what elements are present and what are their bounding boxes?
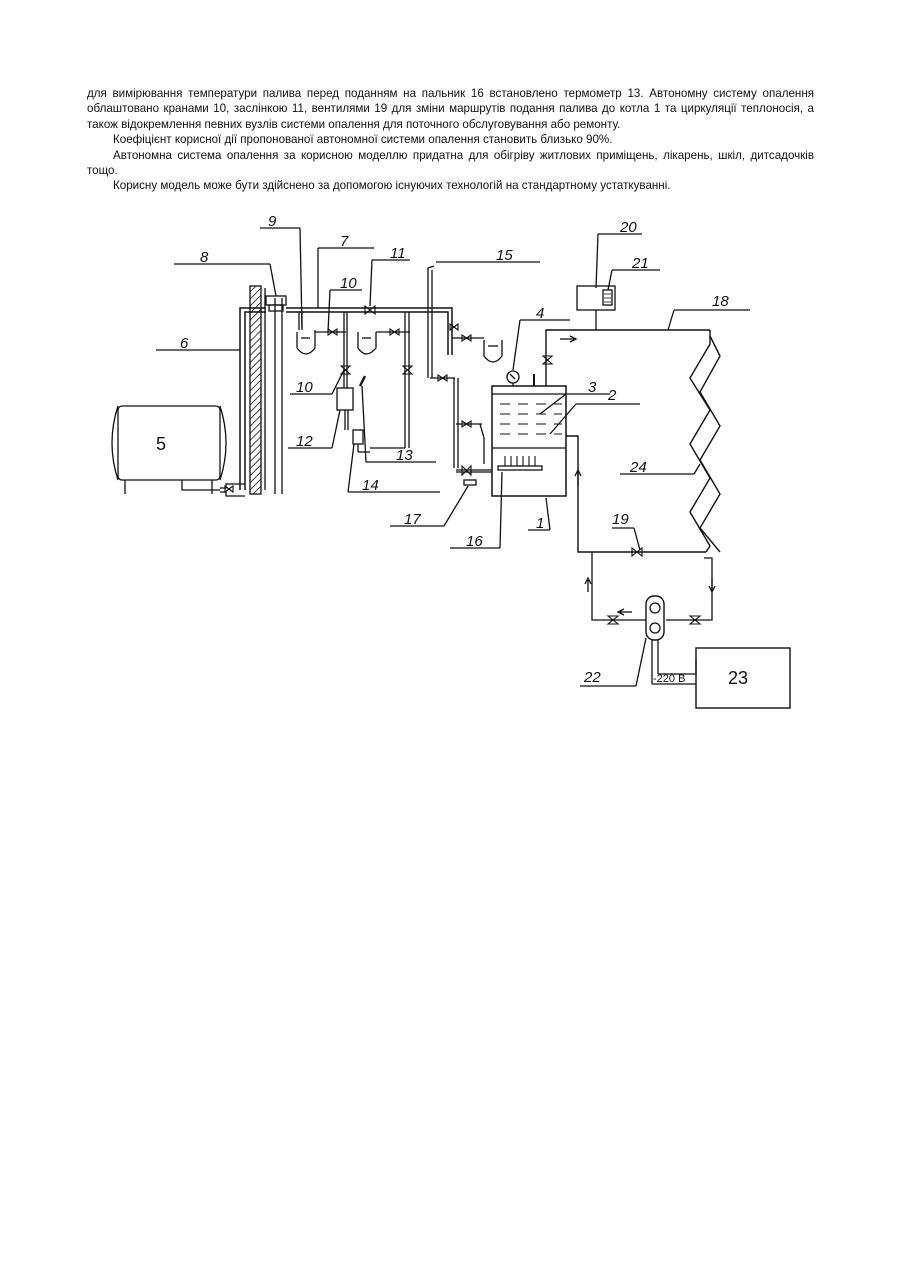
diagram-svg: 5 8 6 9 7 10 11 10 12 13 14 15 17 16 4 3… <box>100 208 800 718</box>
label-9: 9 <box>268 213 277 230</box>
label-6: 6 <box>180 335 189 352</box>
label-13: 13 <box>396 447 413 464</box>
label-10-bottom: 10 <box>296 379 313 396</box>
label-4: 4 <box>536 305 544 322</box>
paragraph-3: Автономна система опалення за корисною м… <box>87 148 814 179</box>
document-text: для вимірювання температури палива перед… <box>87 86 814 194</box>
heating-system-diagram: 5 8 6 9 7 10 11 10 12 13 14 15 17 16 4 3… <box>100 208 800 718</box>
label-1: 1 <box>536 515 544 532</box>
label-24: 24 <box>629 459 647 476</box>
label-7: 7 <box>340 233 349 250</box>
label-19: 19 <box>612 511 629 528</box>
label-2: 2 <box>607 387 617 404</box>
label-12: 12 <box>296 433 313 450</box>
label-8: 8 <box>200 249 209 266</box>
paragraph-1: для вимірювання температури палива перед… <box>87 86 814 132</box>
label-18: 18 <box>712 293 729 310</box>
paragraph-4: Корисну модель може бути здійснено за до… <box>87 178 814 193</box>
label-23: 23 <box>728 668 748 688</box>
paragraph-2: Коефіцієнт корисної дії пропонованої авт… <box>87 132 814 147</box>
label-20: 20 <box>619 219 637 236</box>
label-11: 11 <box>390 245 406 262</box>
label-3: 3 <box>588 379 597 396</box>
label-15: 15 <box>496 247 513 264</box>
fuel-tank <box>112 406 226 494</box>
label-voltage: -220 В <box>653 673 685 685</box>
label-22: 22 <box>583 669 601 686</box>
label-14: 14 <box>362 477 379 494</box>
label-10-top: 10 <box>340 275 357 292</box>
label-17: 17 <box>404 511 421 528</box>
label-5: 5 <box>156 434 166 454</box>
label-21: 21 <box>631 255 649 272</box>
label-16: 16 <box>466 533 483 550</box>
